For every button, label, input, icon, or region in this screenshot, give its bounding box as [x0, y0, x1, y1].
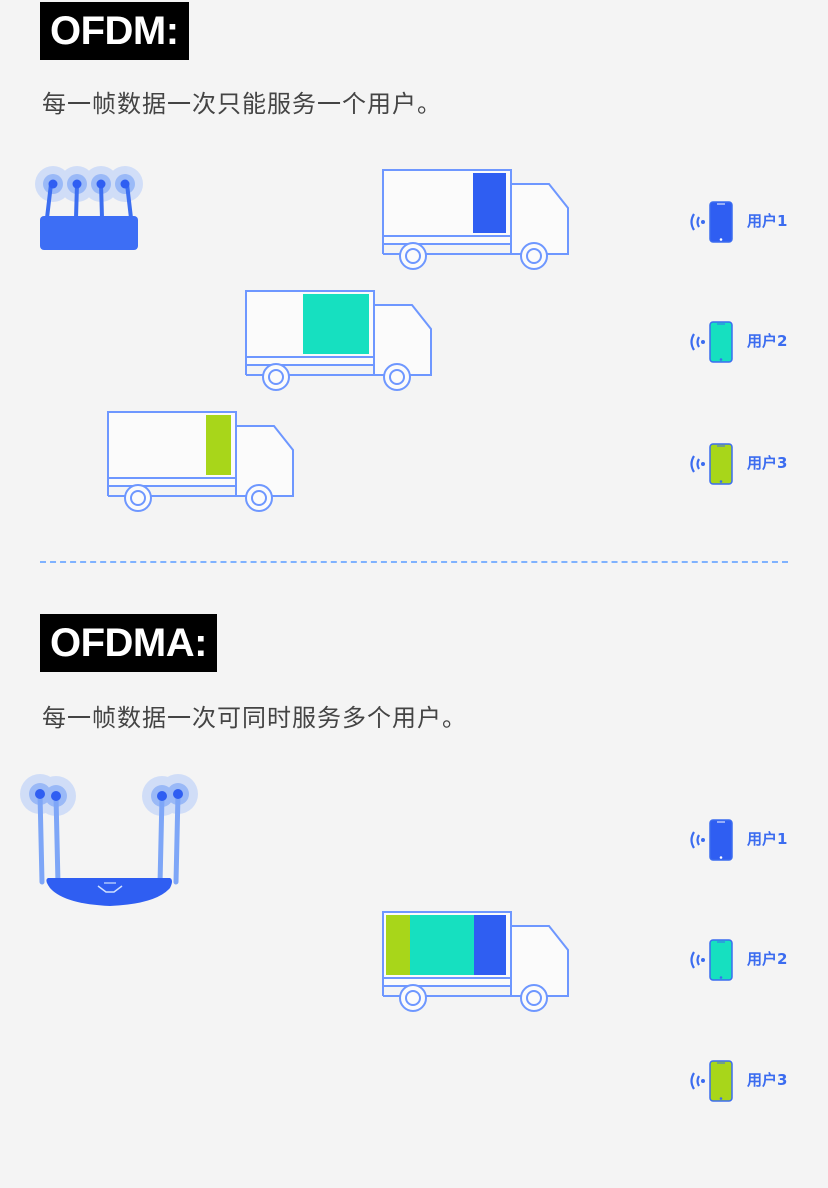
user-label: 用户1	[747, 830, 788, 848]
ofdma-user3: 用户3	[684, 1059, 804, 1103]
ofdm-user2: 用户2	[684, 320, 804, 364]
truck-user1	[382, 169, 569, 270]
payload-user2	[303, 294, 369, 354]
truck-user2	[245, 290, 432, 391]
payload-user1	[473, 173, 506, 233]
truck-user3	[107, 411, 294, 512]
section-divider	[40, 561, 788, 563]
wifi-router-icon	[20, 774, 198, 906]
phone-icon	[690, 321, 733, 363]
phone-icon	[690, 1060, 733, 1102]
user-label: 用户3	[747, 454, 788, 472]
payload-user3	[386, 915, 410, 975]
router-icon	[35, 166, 143, 250]
ofdma-user2: 用户2	[684, 938, 804, 982]
ofdm-description: 每一帧数据一次只能服务一个用户。	[42, 90, 442, 118]
user-label: 用户3	[747, 1071, 788, 1089]
ofdm-user3: 用户3	[684, 442, 804, 486]
truck-combined	[382, 911, 569, 1012]
user-label: 用户2	[747, 950, 788, 968]
ofdma-title: OFDMA:	[40, 614, 217, 672]
phone-icon	[690, 819, 733, 861]
payload-user3	[206, 415, 231, 475]
ofdm-user1: 用户1	[684, 200, 804, 244]
payload-user1	[474, 915, 506, 975]
ofdma-user1: 用户1	[684, 818, 804, 862]
user-label: 用户2	[747, 332, 788, 350]
ofdm-title: OFDM:	[40, 2, 189, 60]
payload-user2	[410, 915, 474, 975]
ofdma-description: 每一帧数据一次可同时服务多个用户。	[42, 704, 467, 732]
phone-icon	[690, 939, 733, 981]
phone-icon	[690, 443, 733, 485]
user-label: 用户1	[747, 212, 788, 230]
phone-icon	[690, 201, 733, 243]
